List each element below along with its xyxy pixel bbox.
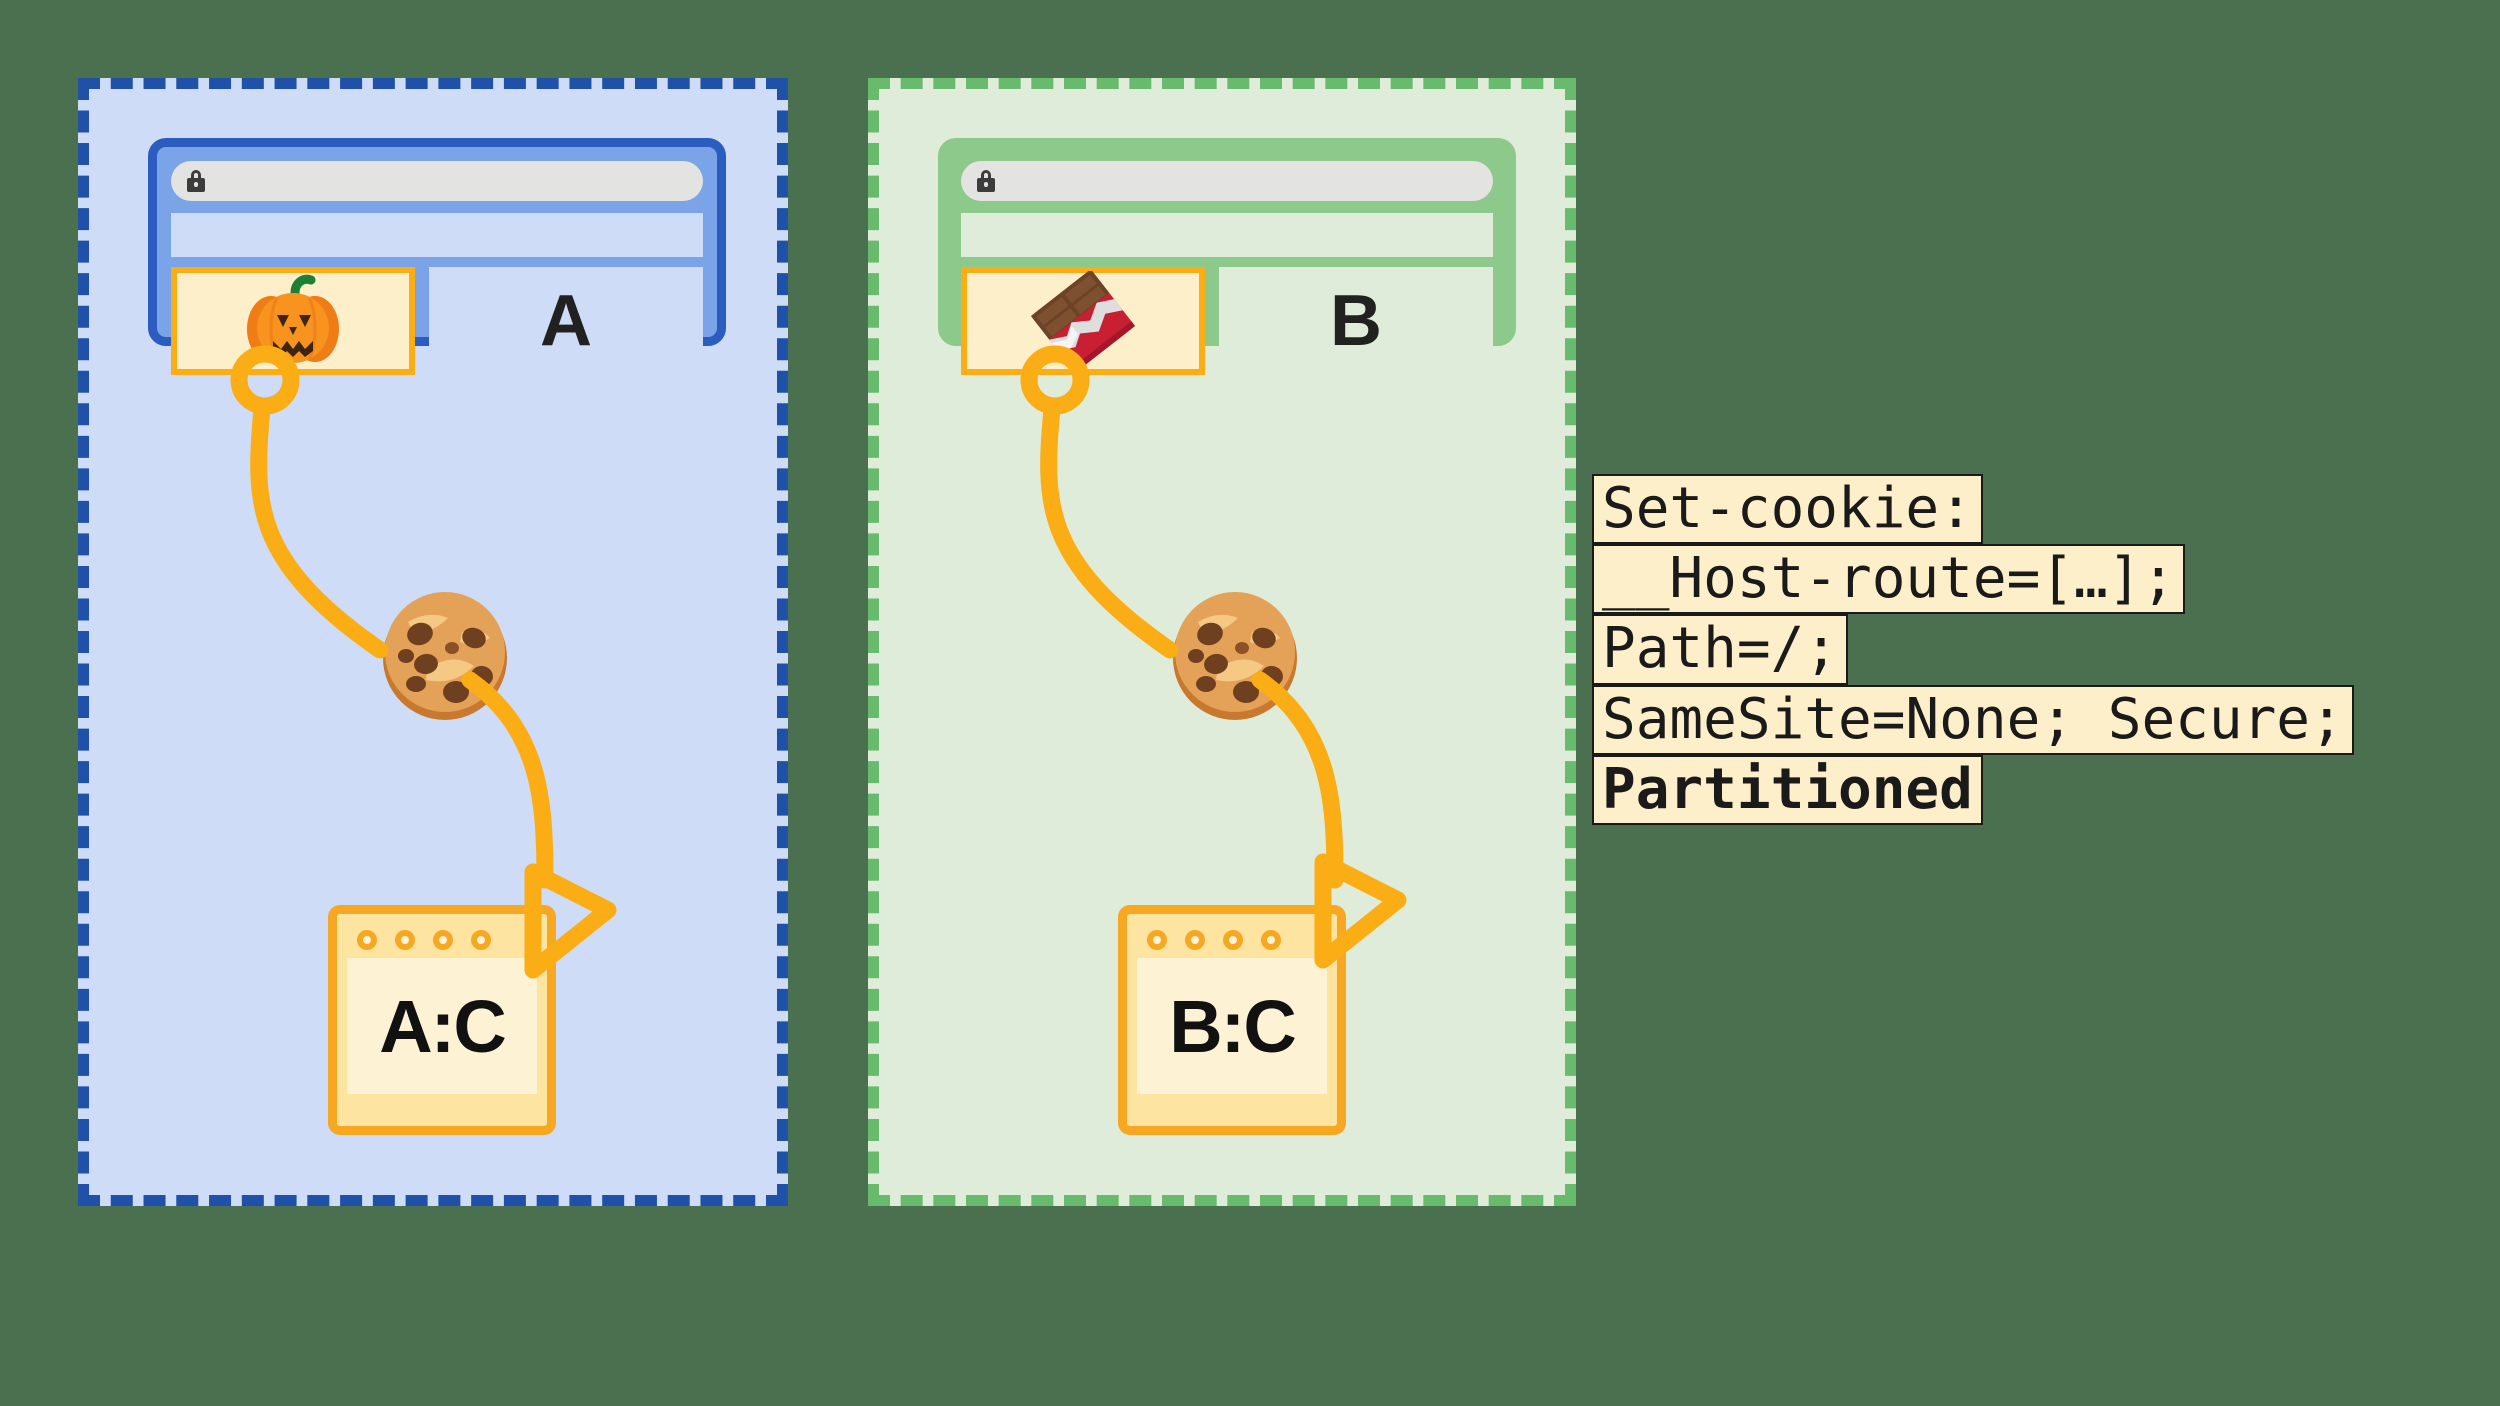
storage-dot bbox=[357, 930, 377, 950]
chocolate-bar-emoji bbox=[1030, 271, 1136, 371]
code-line-1: __Host-route=[…]; bbox=[1592, 544, 2186, 615]
page-header-strip-b bbox=[961, 213, 1493, 257]
code-line-2: Path=/; bbox=[1592, 614, 1849, 685]
storage-dot bbox=[1185, 930, 1205, 950]
storage-screen-b: B:C bbox=[1137, 958, 1327, 1094]
embedded-iframe-a bbox=[171, 267, 415, 375]
page-content-b: B bbox=[961, 267, 1493, 375]
storage-dot bbox=[433, 930, 453, 950]
url-bar-b[interactable] bbox=[961, 161, 1493, 201]
storage-dot bbox=[395, 930, 415, 950]
storage-label-b: B:C bbox=[1169, 984, 1297, 1068]
cookie-emoji bbox=[383, 592, 507, 720]
lock-icon bbox=[187, 170, 205, 192]
site-letter-b: B bbox=[1330, 281, 1382, 361]
embedded-iframe-b bbox=[961, 267, 1205, 375]
storage-box-a: A:C bbox=[328, 905, 556, 1135]
pumpkin-emoji bbox=[247, 274, 339, 363]
page-content-a: A bbox=[171, 267, 703, 375]
storage-label-a: A:C bbox=[379, 984, 507, 1068]
page-header-strip-a bbox=[171, 213, 703, 257]
browser-window-a: A bbox=[148, 138, 726, 375]
code-line-3: SameSite=None; Secure; bbox=[1592, 684, 2354, 755]
site-letter-a: A bbox=[540, 281, 592, 361]
set-cookie-code-block: Set-cookie: __Host-route=[…]; Path=/; Sa… bbox=[1592, 474, 2354, 826]
site-letter-box-a: A bbox=[429, 267, 703, 375]
url-bar-a[interactable] bbox=[171, 161, 703, 201]
site-letter-box-b: B bbox=[1219, 267, 1493, 375]
storage-dots-a bbox=[347, 924, 537, 958]
storage-screen-a: A:C bbox=[347, 958, 537, 1094]
cookie-emoji bbox=[1173, 592, 1297, 720]
storage-dot bbox=[1261, 930, 1281, 950]
browser-window-b: B bbox=[938, 138, 1516, 375]
lock-icon bbox=[977, 170, 995, 192]
storage-box-b: B:C bbox=[1118, 905, 1346, 1135]
code-line-0: Set-cookie: bbox=[1592, 474, 1983, 545]
storage-dot bbox=[1147, 930, 1167, 950]
storage-dot bbox=[471, 930, 491, 950]
storage-dot bbox=[1223, 930, 1243, 950]
code-line-4: Partitioned bbox=[1592, 754, 1983, 826]
storage-dots-b bbox=[1137, 924, 1327, 958]
